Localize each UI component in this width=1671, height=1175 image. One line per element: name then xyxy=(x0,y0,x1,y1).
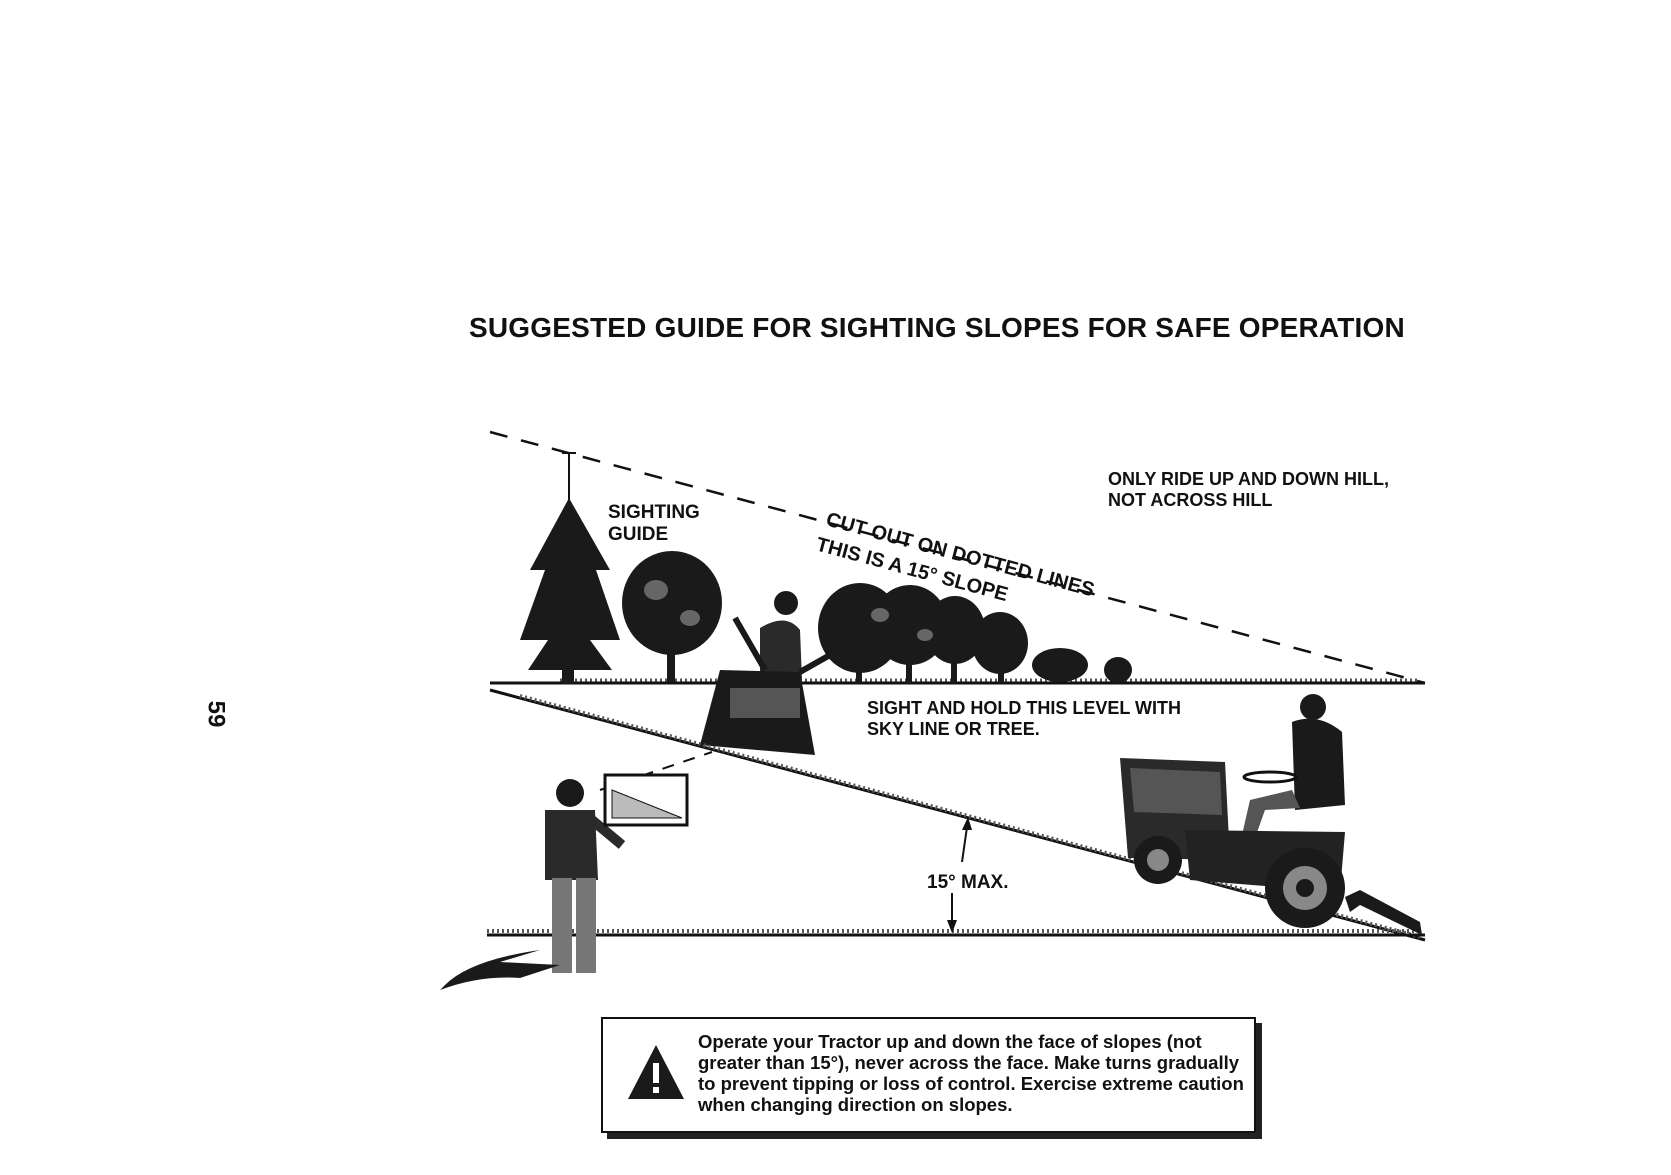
only-ride-label-line2: NOT ACROSS HILL xyxy=(1108,490,1272,510)
sighting-guide-label-line2: GUIDE xyxy=(608,524,668,545)
warning-text: Operate your Tractor up and down the fac… xyxy=(698,1031,1248,1115)
sighting-person xyxy=(440,775,687,990)
max-angle-label: 15° MAX. xyxy=(927,872,1009,893)
evergreen-tree xyxy=(520,498,620,684)
ground-line xyxy=(487,931,1425,935)
warning-triangle-icon xyxy=(625,1041,687,1103)
only-ride-label-line1: ONLY RIDE UP AND DOWN HILL, xyxy=(1108,469,1389,489)
sight-hold-label-line2: SKY LINE OR TREE. xyxy=(867,719,1040,739)
sight-hold-label-line1: SIGHT AND HOLD THIS LEVEL WITH xyxy=(867,698,1181,718)
sighting-guide-label-line1: SIGHTING xyxy=(608,502,700,523)
tractor-rider xyxy=(1120,694,1345,928)
warning-box: Operate your Tractor up and down the fac… xyxy=(601,1017,1256,1133)
deciduous-tree-1 xyxy=(622,551,722,682)
